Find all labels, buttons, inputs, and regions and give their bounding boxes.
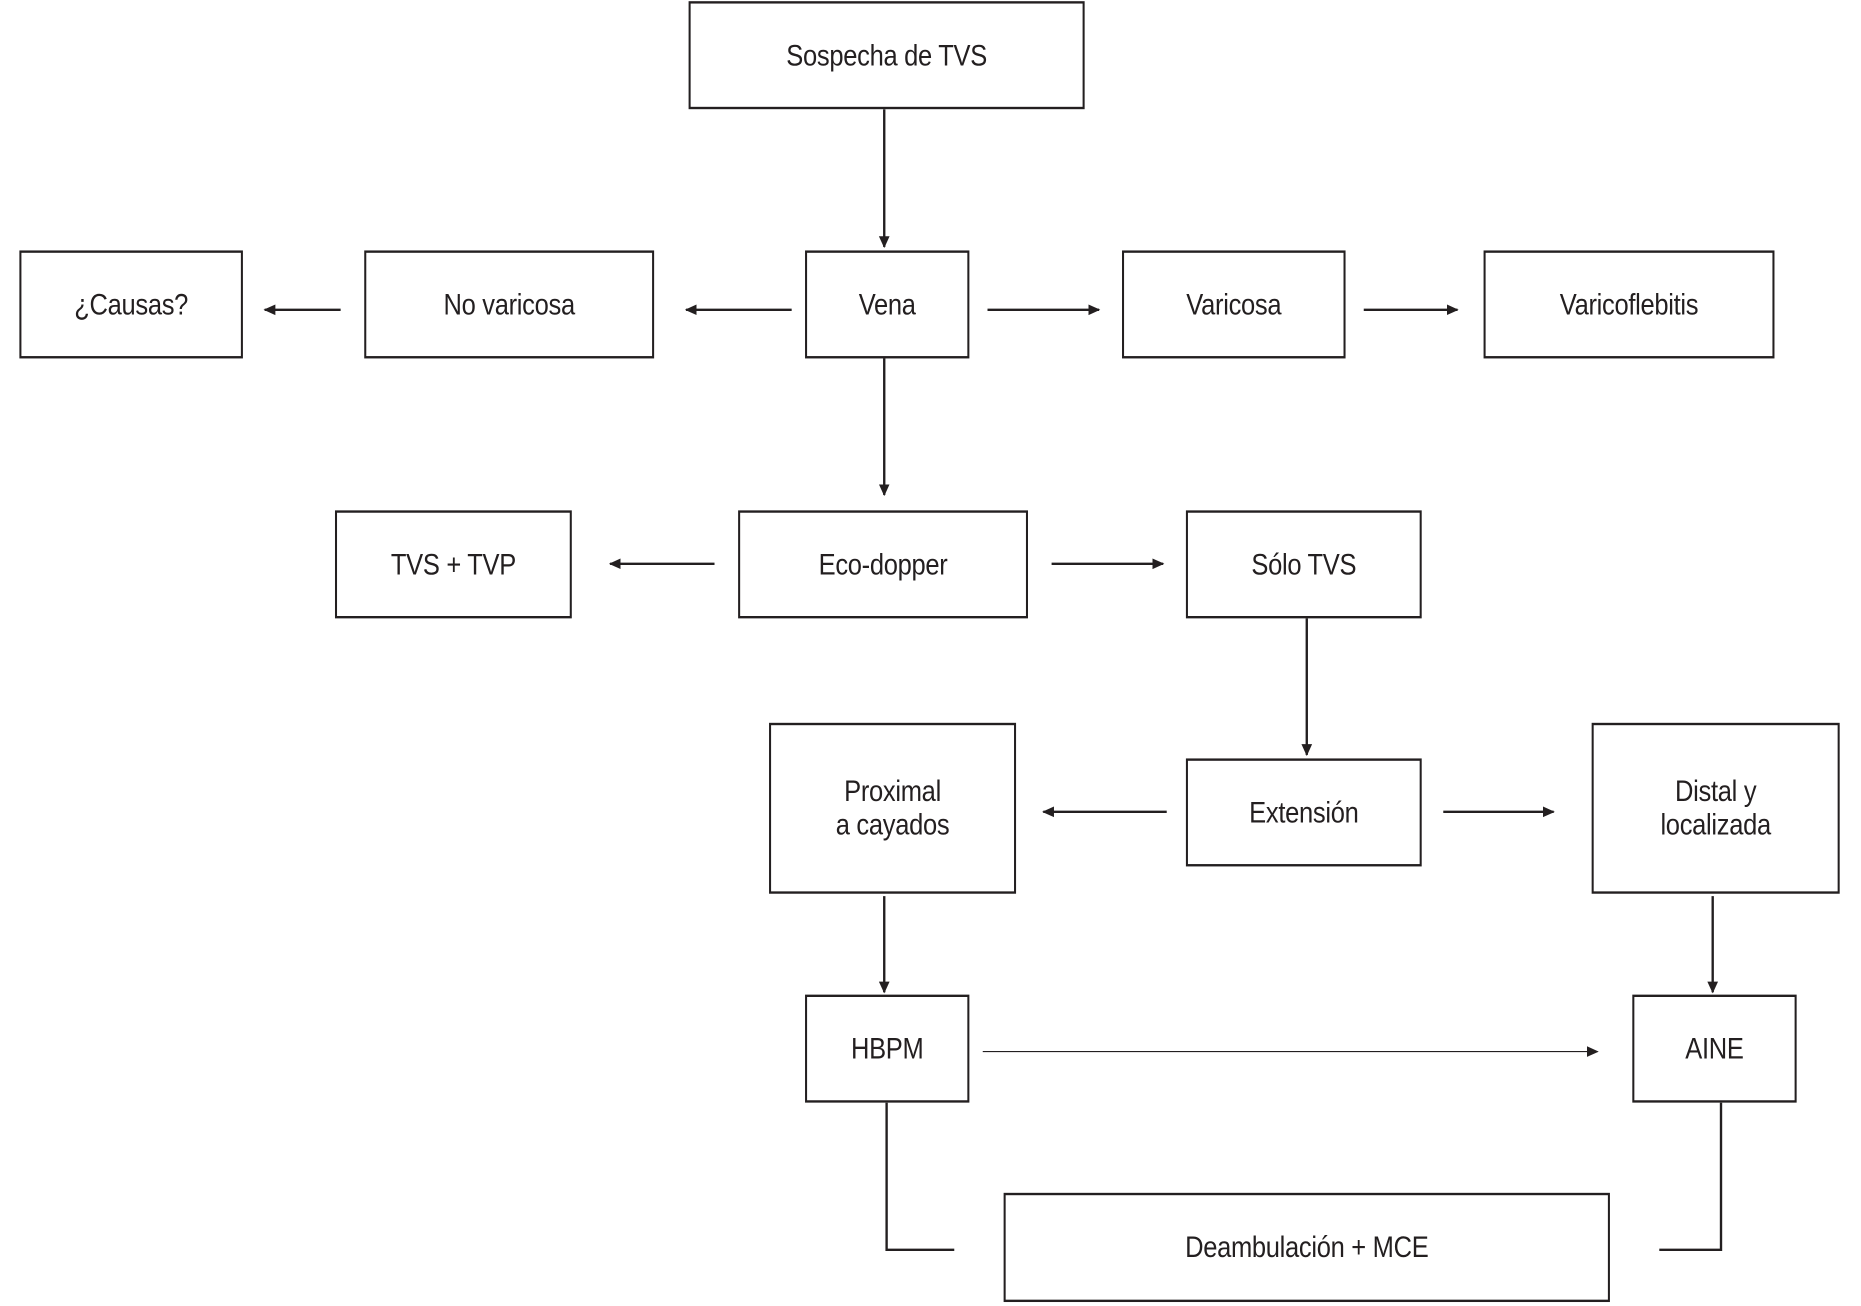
node-label: TVS + TVP bbox=[390, 547, 516, 581]
node-label: Eco-dopper bbox=[818, 547, 948, 581]
node-extension: Extensión bbox=[1185, 758, 1422, 867]
node-distal-y-localizada: Distal y localizada bbox=[1591, 722, 1840, 894]
node-label: Vena bbox=[858, 287, 916, 322]
node-aine: AINE bbox=[1632, 994, 1797, 1103]
node-label: Distal y localizada bbox=[1660, 775, 1771, 842]
node-vena: Vena bbox=[805, 250, 970, 359]
node-varicosa: Varicosa bbox=[1122, 250, 1346, 359]
node-varicoflebitis: Varicoflebitis bbox=[1483, 250, 1775, 359]
node-no-varicosa: No varicosa bbox=[364, 250, 655, 359]
node-causas: ¿Causas? bbox=[19, 250, 243, 359]
connector-aine-to-deambulacion bbox=[1659, 1102, 1723, 1251]
node-proximal-a-cayados: Proximal a cayados bbox=[769, 722, 1017, 894]
node-label: Proximal a cayados bbox=[835, 775, 950, 842]
node-eco-dopper: Eco-dopper bbox=[738, 510, 1028, 619]
node-hbpm: HBPM bbox=[805, 994, 970, 1103]
node-label: AINE bbox=[1685, 1032, 1744, 1066]
node-label: HBPM bbox=[850, 1032, 924, 1066]
node-label: Sólo TVS bbox=[1251, 547, 1357, 581]
node-label: Extensión bbox=[1249, 795, 1359, 830]
node-label: Deambulación + MCE bbox=[1185, 1230, 1429, 1265]
node-label: ¿Causas? bbox=[74, 287, 189, 322]
node-tvs-tvp: TVS + TVP bbox=[334, 510, 572, 619]
node-solo-tvs: Sólo TVS bbox=[1185, 510, 1422, 619]
node-sospecha-de-tvs: Sospecha de TVS bbox=[688, 1, 1085, 110]
node-label: Sospecha de TVS bbox=[786, 38, 987, 72]
node-label: No varicosa bbox=[443, 287, 575, 322]
node-label: Varicoflebitis bbox=[1559, 287, 1699, 322]
node-deambulacion-mce: Deambulación + MCE bbox=[1003, 1192, 1610, 1303]
connector-hbpm-to-deambulacion bbox=[885, 1102, 955, 1251]
node-label: Varicosa bbox=[1186, 287, 1282, 322]
